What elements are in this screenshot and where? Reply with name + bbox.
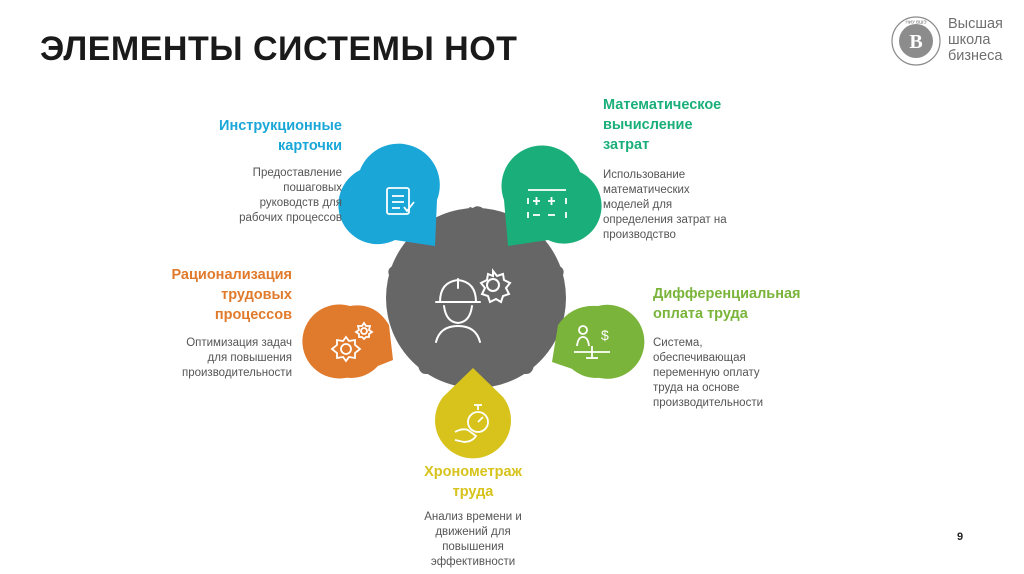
node-title-timing: Хронометраж труда bbox=[378, 462, 568, 502]
seal-text: НИУ ВШЭ bbox=[906, 20, 928, 25]
node-title-differential-pay: Дифференциальная оплата труда bbox=[653, 284, 853, 324]
pay-scale-icon: $ bbox=[574, 325, 610, 359]
node-math-calculation bbox=[501, 145, 602, 246]
checklist-document-icon bbox=[386, 187, 415, 215]
title-line: карточки bbox=[278, 138, 342, 154]
title-line: Математическое bbox=[603, 97, 722, 113]
node-desc-timing: Анализ времени и движений для повышения … bbox=[378, 510, 568, 570]
node-desc-instruction-cards: Предоставление пошаговых руководств для … bbox=[180, 166, 342, 226]
node-drop-blue bbox=[338, 143, 440, 246]
desc-line: повышения bbox=[442, 541, 504, 553]
desc-line: эффективности bbox=[430, 556, 516, 568]
desc-line: Оптимизация задач bbox=[186, 337, 292, 349]
node-instruction-cards bbox=[338, 143, 440, 246]
gear-icon bbox=[479, 268, 512, 304]
node-title-math-calculation: Математическое вычисление затрат bbox=[603, 95, 803, 155]
title-line: оплата труда bbox=[653, 306, 748, 322]
calculator-icon bbox=[527, 189, 567, 218]
title-line: труда bbox=[452, 484, 494, 500]
node-drop-green bbox=[501, 145, 602, 246]
stopwatch-hand-icon bbox=[454, 404, 489, 443]
desc-line: обеспечивающая bbox=[653, 352, 746, 364]
desc-line: руководств для bbox=[259, 197, 342, 209]
desc-line: Использование bbox=[603, 169, 686, 181]
logo-line: Высшая bbox=[948, 16, 1003, 32]
logo: В НИУ ВШЭ Высшая школа бизнеса bbox=[891, 16, 1011, 72]
desc-line: движений для bbox=[435, 526, 511, 538]
title-line: Дифференциальная bbox=[653, 286, 801, 302]
gears-icon bbox=[330, 321, 374, 363]
node-rationalization bbox=[302, 304, 393, 379]
desc-line: переменную оплату bbox=[653, 367, 760, 379]
logo-line: школа bbox=[948, 32, 991, 48]
node-differential-pay: $ bbox=[552, 304, 645, 379]
desc-line: пошаговых bbox=[283, 182, 342, 194]
desc-line: математических bbox=[603, 184, 690, 196]
title-line: трудовых bbox=[221, 287, 292, 303]
desc-line: определения затрат на bbox=[603, 214, 727, 226]
title-line: процессов bbox=[214, 307, 292, 323]
node-timing bbox=[434, 368, 511, 459]
desc-line: производство bbox=[603, 229, 676, 241]
title-line: вычисление bbox=[603, 117, 693, 133]
desc-line: моделей для bbox=[603, 199, 673, 211]
title-line: Инструкционные bbox=[219, 118, 342, 134]
slide-title: ЭЛЕМЕНТЫ СИСТЕМЫ НОТ bbox=[40, 30, 518, 68]
node-desc-differential-pay: Система, обеспечивающая переменную оплат… bbox=[653, 336, 853, 411]
node-desc-rationalization: Оптимизация задач для повышения производ… bbox=[120, 336, 292, 381]
desc-line: рабочих процессов bbox=[239, 212, 342, 224]
desc-line: Предоставление bbox=[252, 167, 342, 179]
hse-seal-logo: В НИУ ВШЭ bbox=[891, 16, 941, 66]
svg-text:$: $ bbox=[601, 327, 609, 343]
title-line: Рационализация bbox=[171, 267, 292, 283]
desc-line: производительности bbox=[181, 367, 292, 379]
svg-text:В: В bbox=[909, 31, 922, 53]
node-desc-math-calculation: Использование математических моделей для… bbox=[603, 168, 803, 243]
worker-helmet-icon bbox=[435, 278, 481, 343]
desc-line: Система, bbox=[653, 337, 703, 349]
page-number: 9 bbox=[957, 531, 964, 543]
desc-line: производительности bbox=[653, 397, 764, 409]
desc-line: труда на основе bbox=[653, 382, 740, 394]
node-title-instruction-cards: Инструкционные карточки bbox=[180, 116, 342, 156]
title-line: затрат bbox=[603, 137, 650, 153]
desc-line: Анализ времени и bbox=[424, 511, 522, 523]
logo-line: бизнеса bbox=[948, 48, 1003, 64]
logo-text: Высшая школа бизнеса bbox=[948, 16, 1003, 64]
node-title-rationalization: Рационализация трудовых процессов bbox=[120, 265, 292, 325]
title-line: Хронометраж bbox=[424, 464, 522, 480]
desc-line: для повышения bbox=[207, 352, 292, 364]
